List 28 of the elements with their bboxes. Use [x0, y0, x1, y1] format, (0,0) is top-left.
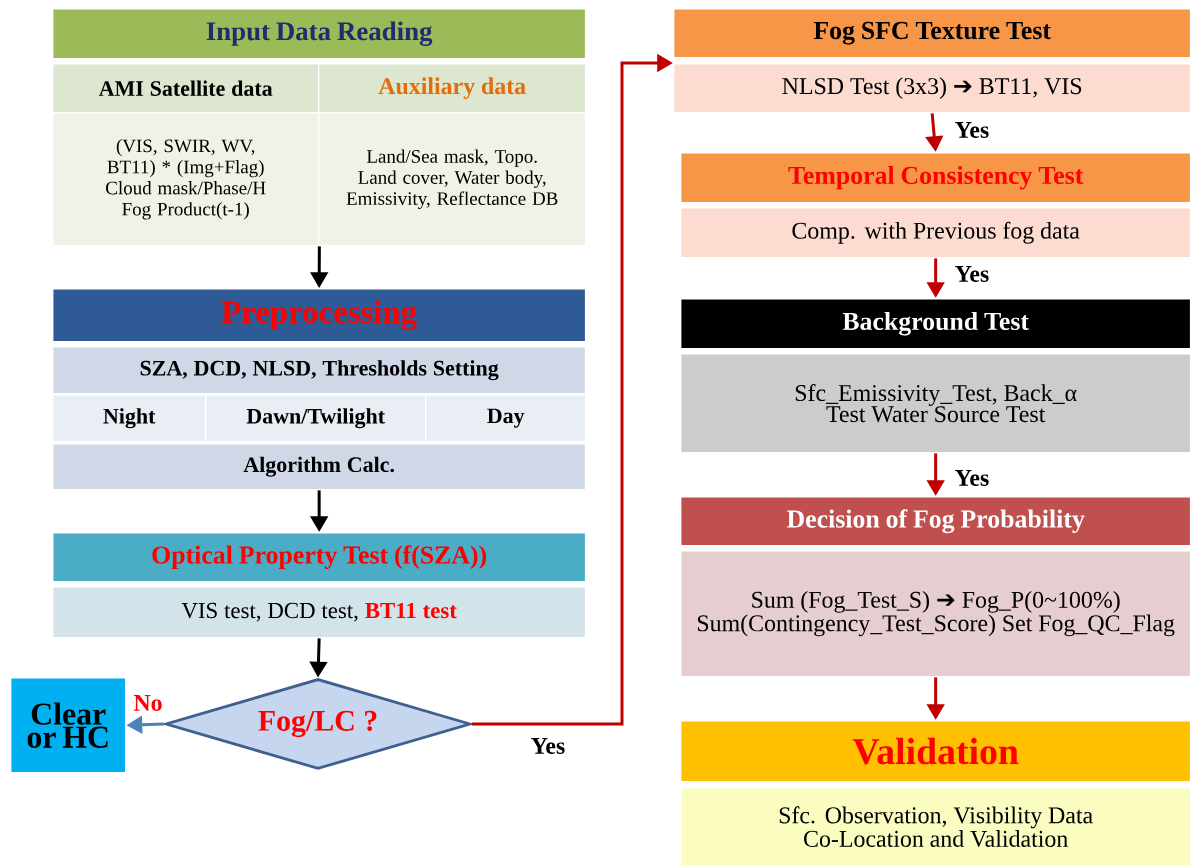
process-box: Sum (Fog_Test_S) ➔ Fog_P(0~100%) Sum(Contingency_Test_Score) Set Fog_QC_Flag	[680, 550, 1190, 678]
table-cell: SZA, DCD, NLSD, Thresholds Setting	[52, 346, 587, 395]
edge-label: Yes	[953, 264, 991, 284]
section-header: Temporal Consistency Test	[680, 152, 1190, 204]
section-header: Decision of Fog Probability	[680, 496, 1190, 547]
section-header: Validation	[680, 720, 1190, 783]
table-cell: Dawn/Twilight	[205, 394, 427, 443]
table-cell: Night	[52, 394, 207, 443]
table-cell: Land/Sea mask, Topo. Land cover, Water body, Emissivity, Reflectance DB	[318, 112, 587, 247]
section-header: Input Data Reading	[52, 8, 587, 60]
table-cell: Algorithm Calc.	[52, 443, 587, 491]
edge-label: Yes	[529, 736, 567, 756]
process-box: Sfc. Observation, Visibility Data Co-Location and Validation	[680, 787, 1190, 865]
process-box: Comp. with Previous fog data	[680, 207, 1190, 259]
table-cell: (VIS, SWIR, WV, BT11) * (Img+Flag) Cloud mask/Phase/H Fog Product(t-1)	[52, 112, 320, 247]
edge-label: Yes	[953, 120, 991, 140]
table-cell: Auxiliary data	[318, 63, 587, 114]
section-header: Preprocessing	[52, 288, 587, 343]
section-header: Fog SFC Texture Test	[673, 8, 1190, 59]
process-box: NLSD Test (3x3) ➔ BT11, VIS	[673, 63, 1190, 114]
section-header: Optical Property Test (f(SZA))	[52, 532, 587, 583]
result-box: Clear or HC	[10, 677, 127, 774]
table-cell: Day	[425, 394, 587, 443]
section-header: Background Test	[680, 298, 1190, 350]
table-cell: AMI Satellite data	[52, 63, 320, 114]
process-box: Sfc_Emissivity_Test, Back_α Test Water Source Test	[680, 353, 1190, 454]
process-box: VIS test, DCD test, BT11 test	[52, 586, 587, 639]
edge-label: Yes	[953, 468, 991, 488]
